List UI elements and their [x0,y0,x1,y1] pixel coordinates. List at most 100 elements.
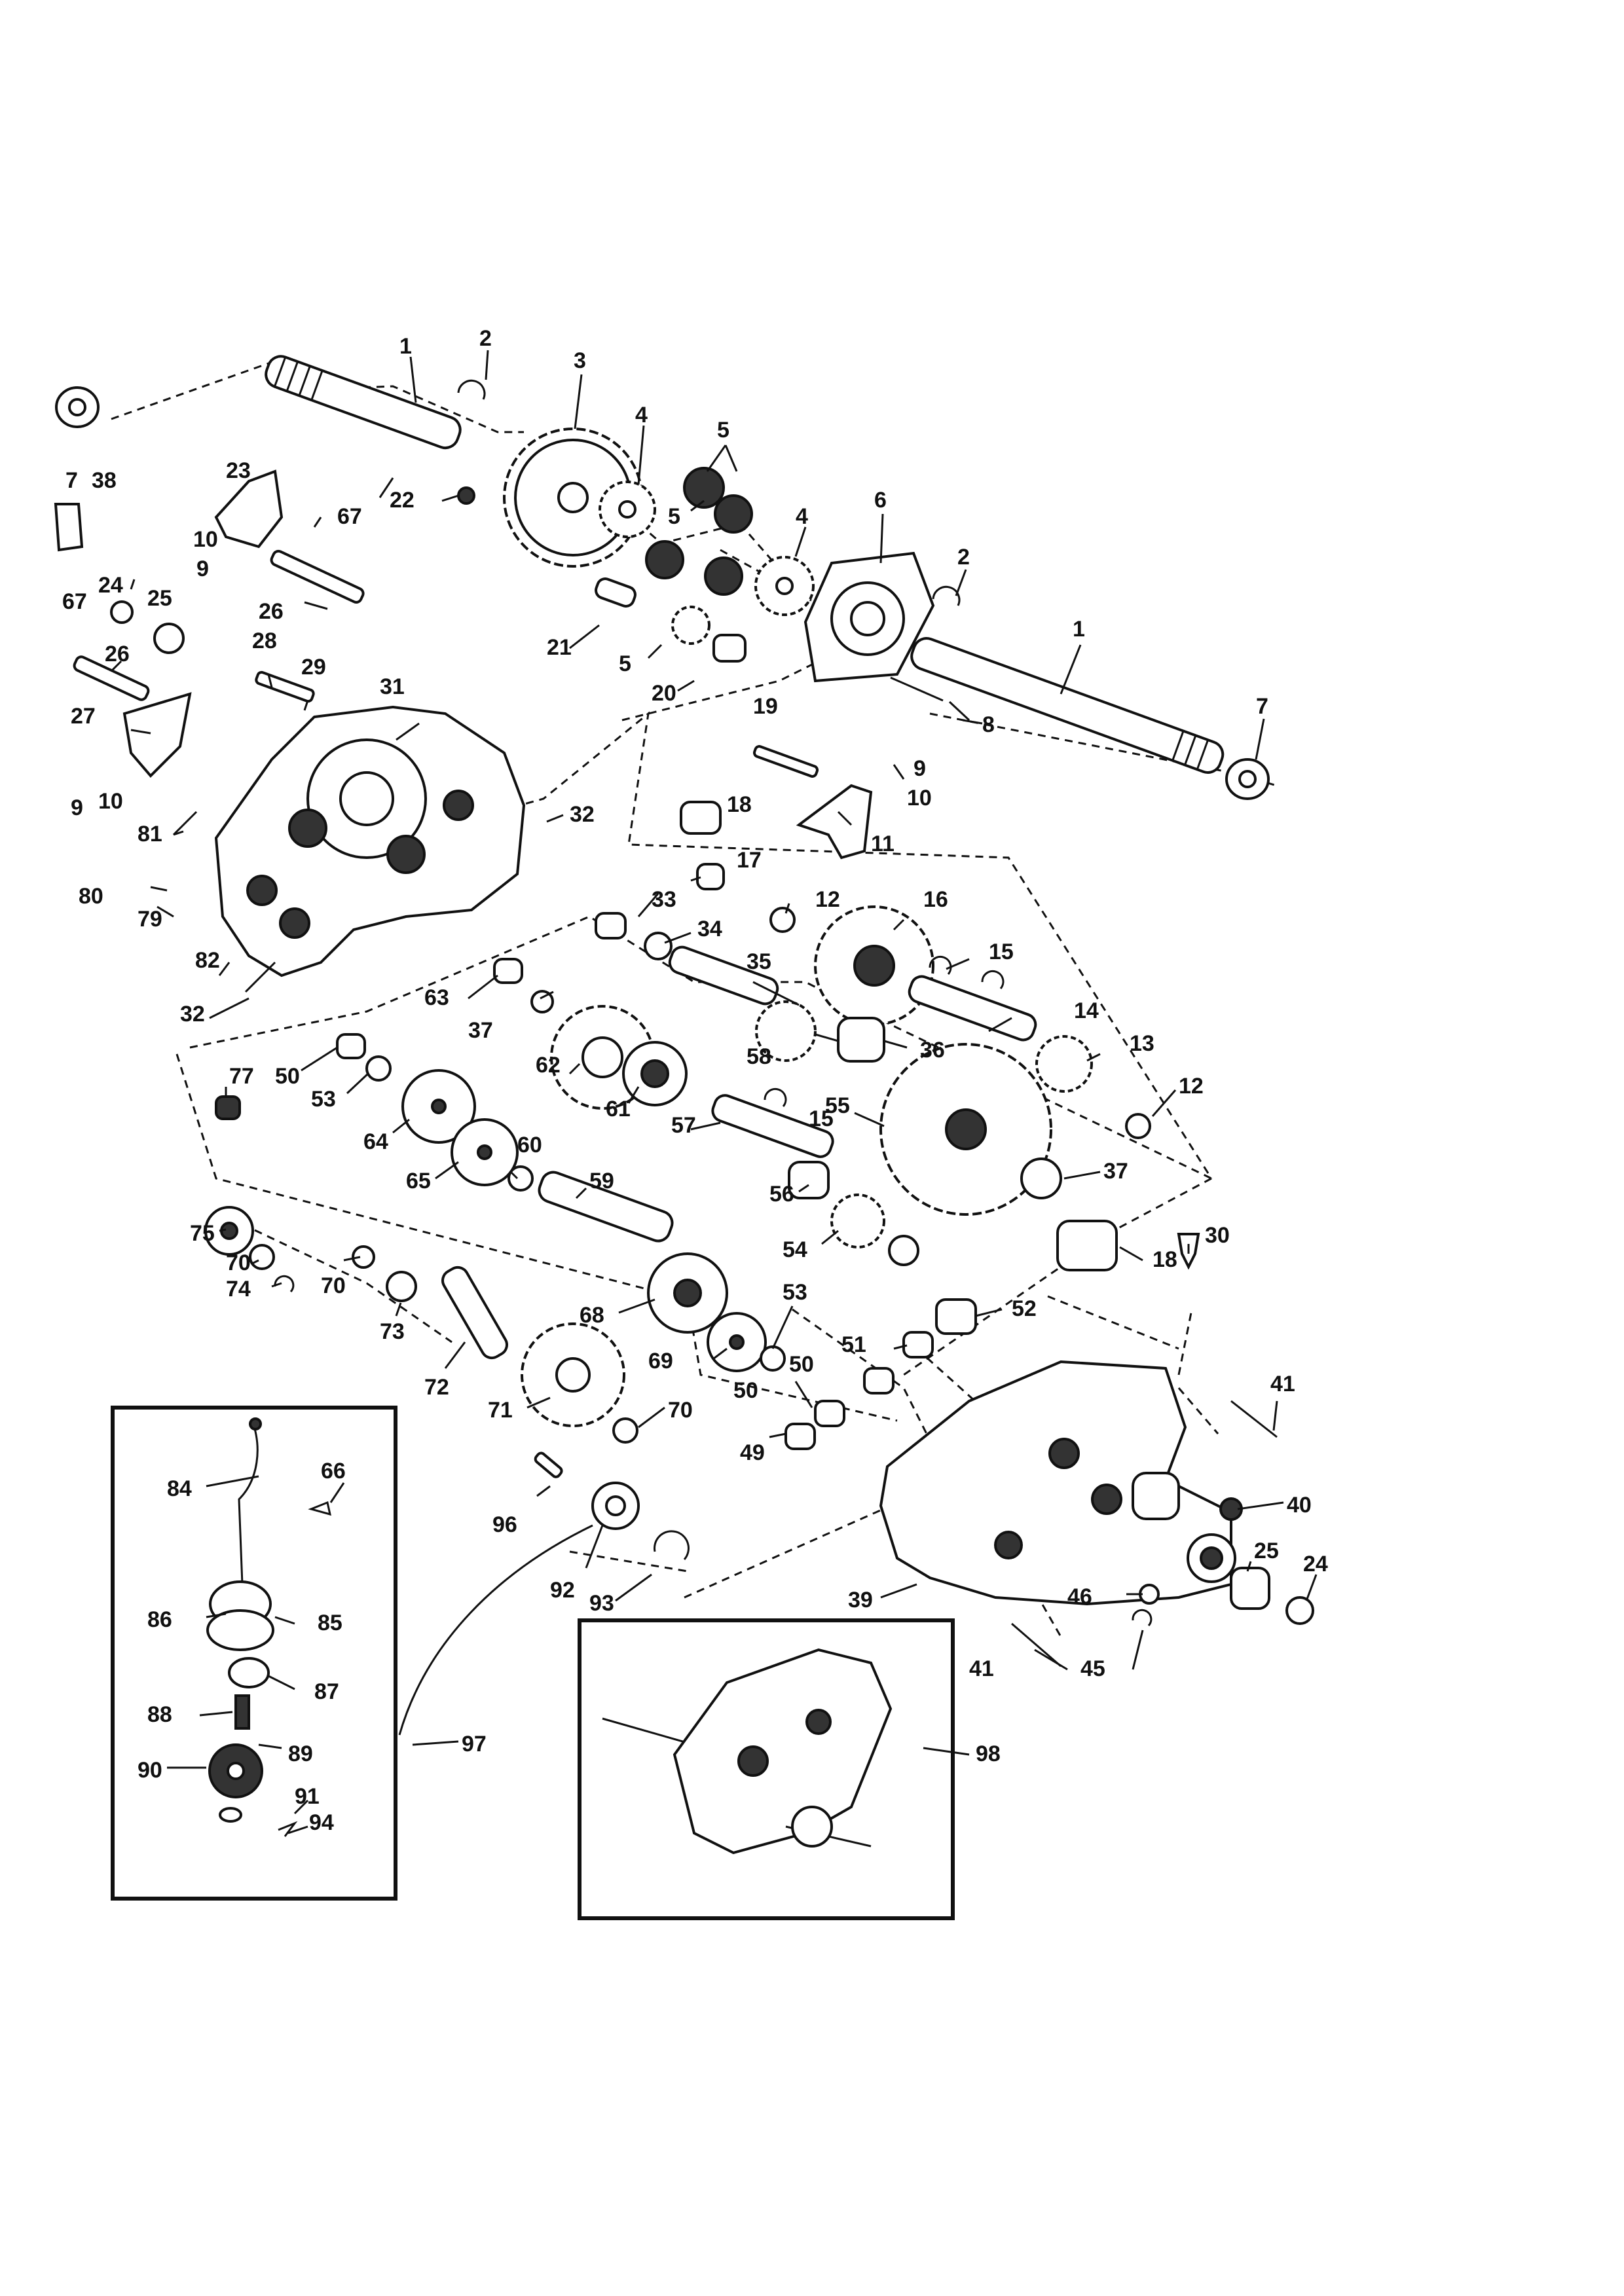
callout-49: 49 [740,1440,765,1465]
callout-3: 3 [574,348,586,373]
callout-63: 63 [424,985,449,1010]
sprocket-3 [503,428,643,568]
callout-55: 55 [825,1093,850,1118]
callout-31: 31 [380,674,405,699]
callout-7-left: 7 [65,468,78,493]
callout-38: 38 [92,468,117,493]
callout-19: 19 [753,694,778,719]
callout-1-left: 1 [399,334,412,359]
callout-32-left: 32 [180,1002,205,1027]
callout-58: 58 [747,1044,771,1069]
callout-23: 23 [226,458,251,483]
callout-10-right: 10 [907,786,932,811]
callout-22: 22 [390,488,415,513]
callout-56: 56 [769,1182,794,1207]
callout-67-left: 67 [62,589,87,614]
callout-33: 33 [652,887,676,912]
flange-right [1225,758,1270,800]
housing-left-31 [214,705,526,977]
callout-91: 91 [295,1784,320,1809]
callout-57: 57 [671,1113,696,1138]
callout-62: 62 [536,1053,561,1078]
callout-39: 39 [848,1588,873,1613]
callout-10-left: 10 [98,789,123,814]
callout-7-right: 7 [1256,694,1268,719]
callout-50-left: 50 [275,1064,300,1089]
flange-left [55,386,100,428]
callout-24-left: 24 [98,573,123,598]
callout-59: 59 [589,1169,614,1194]
callout-30: 30 [1205,1223,1230,1248]
callout-52: 52 [1012,1296,1037,1321]
callout-15-top: 15 [989,939,1014,964]
callout-77: 77 [229,1064,254,1089]
callout-2-right: 2 [957,545,970,570]
callout-50-right: 50 [789,1352,814,1377]
callout-94: 94 [309,1810,334,1835]
callout-26-mid: 26 [259,599,284,624]
callout-46: 46 [1067,1584,1092,1609]
callout-15-mid: 15 [809,1106,834,1131]
callout-69: 69 [648,1349,673,1374]
callout-96: 96 [492,1512,517,1537]
callout-41-top: 41 [1270,1372,1295,1396]
callout-labels: 1 2 3 4 5 5 4 6 2 1 7 8 7 38 23 22 67 10… [62,326,1328,1835]
callout-41-low: 41 [969,1656,994,1681]
callout-64: 64 [363,1129,388,1154]
callout-9-left: 9 [71,795,83,820]
callout-35: 35 [747,949,771,974]
housing-right-39 [879,1360,1236,1606]
callout-72: 72 [424,1375,449,1400]
callout-14: 14 [1074,998,1099,1023]
callout-5-top: 5 [717,418,729,443]
callout-53-right: 53 [783,1280,807,1305]
callout-32-top: 32 [570,802,595,827]
callout-85: 85 [318,1611,342,1635]
callout-25-left: 25 [147,586,172,611]
callout-16: 16 [923,887,948,912]
callout-24-right: 24 [1303,1552,1328,1576]
callout-18-right: 18 [1153,1247,1177,1272]
callout-29: 29 [301,655,326,680]
callout-5-low: 5 [619,651,631,676]
callout-50-low: 50 [733,1378,758,1403]
callout-18-top: 18 [727,792,752,817]
callout-20: 20 [652,681,676,706]
callout-68: 68 [580,1303,604,1328]
callout-73: 73 [380,1319,405,1344]
callout-75: 75 [190,1221,215,1246]
callout-74: 74 [226,1277,251,1302]
callout-86: 86 [147,1607,172,1632]
callout-70-low: 70 [668,1398,693,1423]
callout-88: 88 [147,1702,172,1727]
callout-82: 82 [195,948,220,973]
callout-28: 28 [252,629,277,653]
callout-9-top: 9 [196,556,209,581]
callout-87: 87 [314,1679,339,1704]
callout-45: 45 [1080,1656,1105,1681]
callout-4-right: 4 [796,504,808,529]
callout-25-right: 25 [1254,1539,1279,1563]
callout-36: 36 [920,1038,945,1063]
callout-6: 6 [874,488,887,513]
callout-80: 80 [79,884,103,909]
callout-1-right: 1 [1073,617,1085,642]
callout-54: 54 [783,1237,807,1262]
callout-5-mid: 5 [668,504,680,529]
callout-34: 34 [697,917,722,941]
callout-90: 90 [138,1758,162,1783]
callout-12-right: 12 [1179,1074,1204,1099]
callout-60: 60 [517,1133,542,1157]
callout-37-left: 37 [468,1018,493,1043]
callout-8: 8 [982,712,995,737]
callout-40: 40 [1287,1493,1312,1518]
callout-66: 66 [321,1459,346,1484]
callout-92: 92 [550,1578,575,1603]
inset-98-assembled-transmission [578,1618,955,1920]
callout-51: 51 [841,1332,866,1357]
callout-71: 71 [488,1398,513,1423]
callout-13: 13 [1130,1031,1154,1056]
callout-81: 81 [138,822,162,847]
